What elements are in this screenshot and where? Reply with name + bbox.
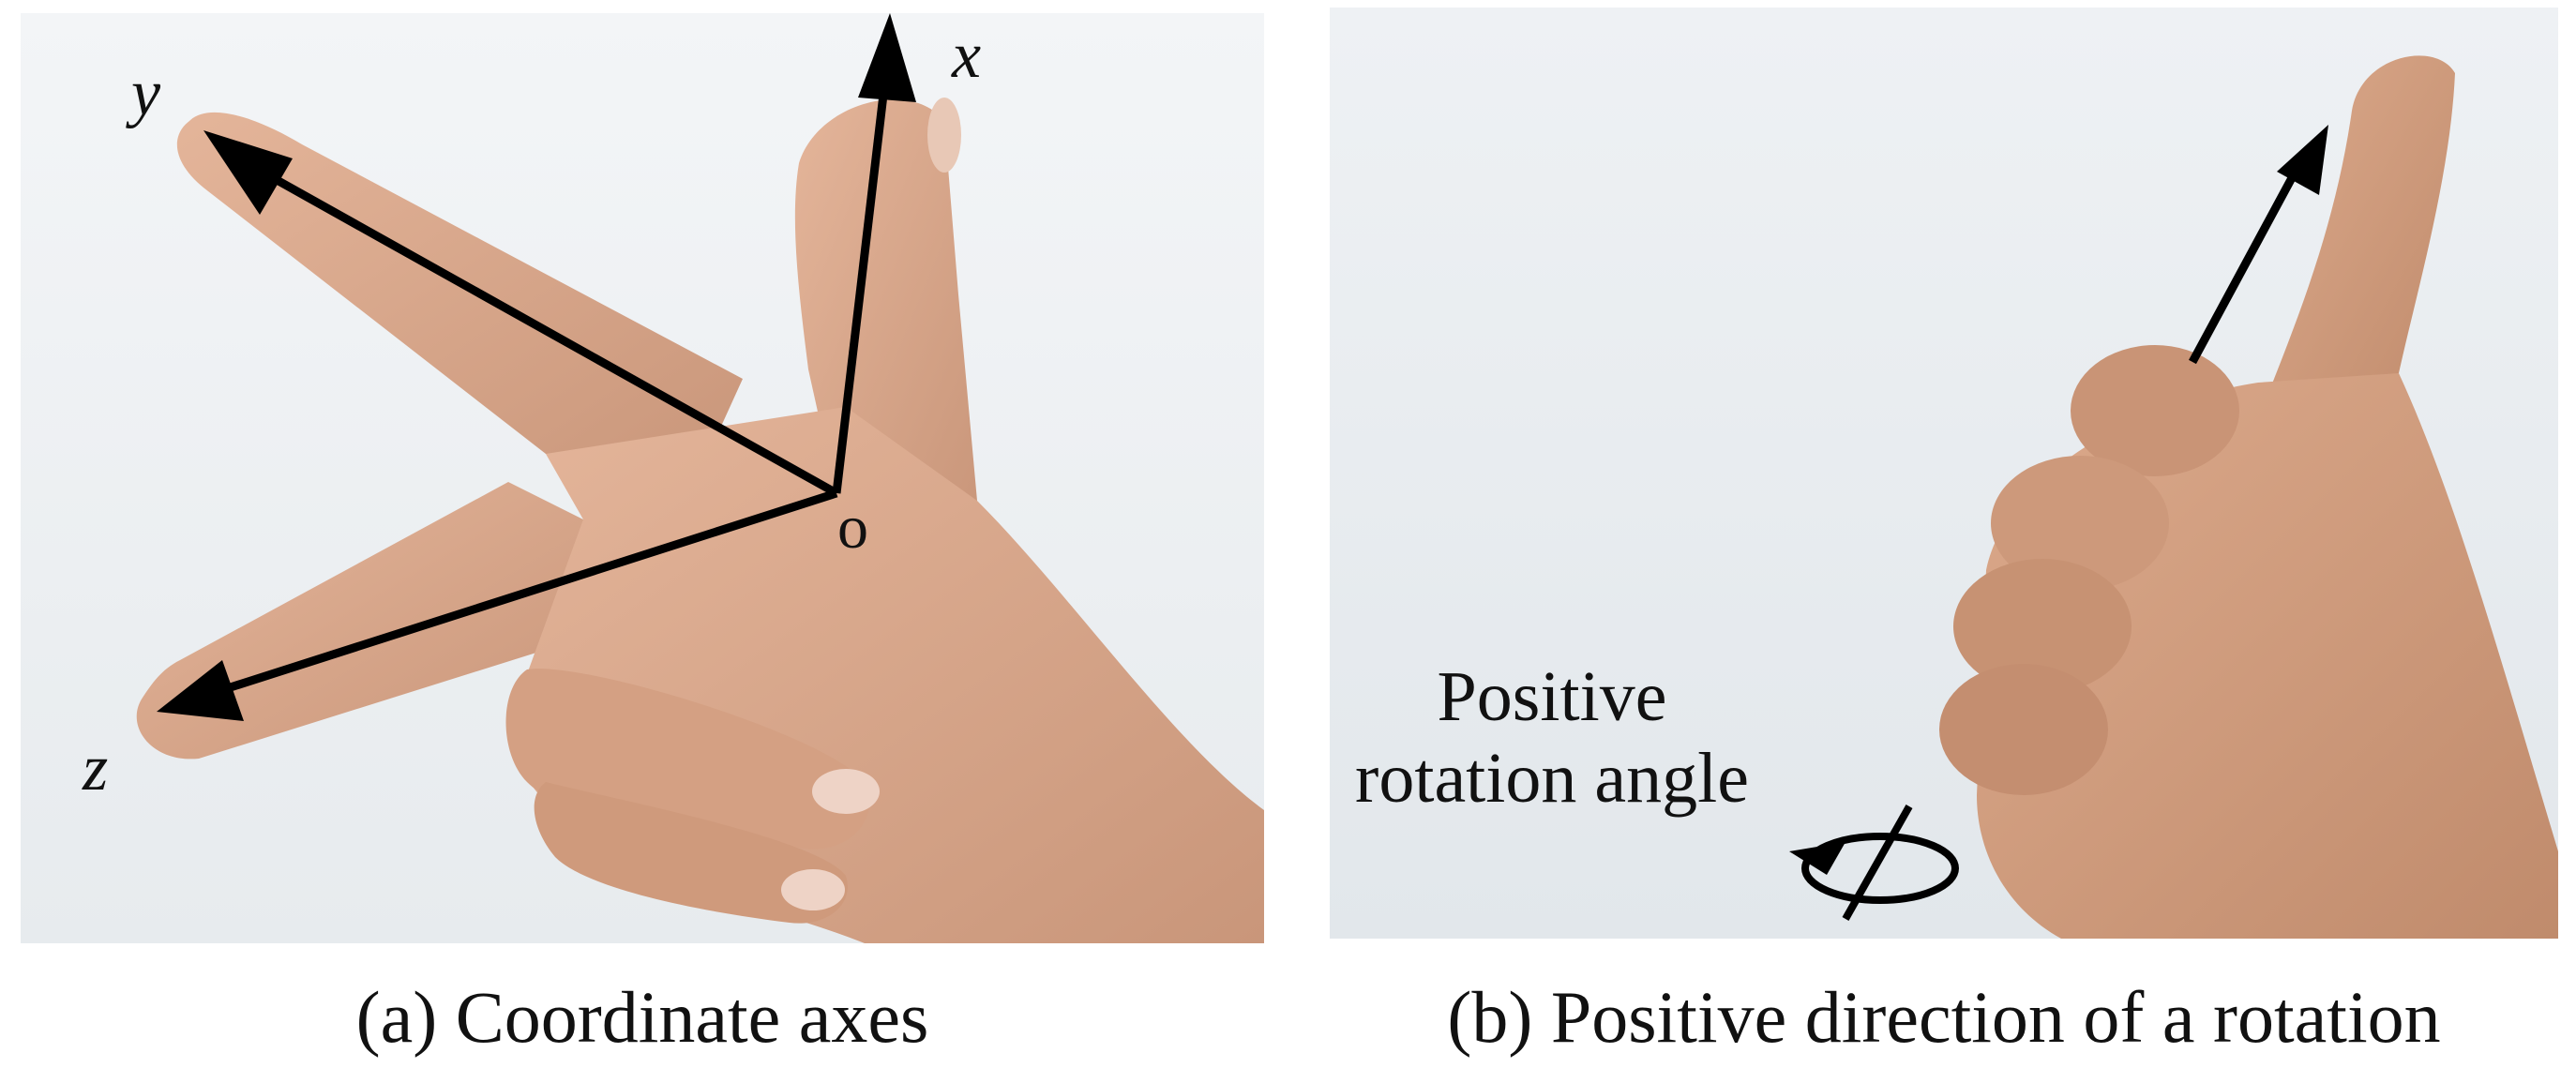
middle-finger: [136, 482, 602, 760]
coordinate-axes-photo: [21, 13, 1264, 943]
rotation-arrowhead: [1789, 842, 1845, 875]
knuckle-3: [1953, 559, 2132, 694]
y-axis-label: y: [131, 57, 161, 129]
annotation-line-1: Positive: [1437, 657, 1667, 736]
thumb: [2258, 55, 2455, 421]
thumb-nail: [927, 98, 961, 173]
x-axis-line: [832, 78, 890, 494]
hand-axes-illustration: [21, 13, 1264, 943]
x-axis-arrowhead: [858, 13, 916, 102]
y-axis-line: [252, 164, 839, 497]
finger-nail-1: [812, 769, 880, 814]
finger-nail-2: [781, 869, 845, 910]
y-axis-arrowhead: [203, 130, 293, 215]
z-axis-line: [211, 489, 838, 698]
knuckle-4: [1939, 664, 2108, 795]
z-axis-arrowhead: [157, 660, 244, 721]
rotation-annotation: Positive rotation angle: [1341, 656, 1763, 820]
origin-label: o: [837, 493, 868, 562]
z-axis-label: z: [83, 732, 109, 805]
caption-rotation-direction: (b) Positive direction of a rotation: [1447, 976, 2441, 1058]
knuckle-2: [1991, 456, 2169, 591]
thumbs-up-illustration: [1330, 8, 2558, 939]
rotation-direction-photo: [1330, 8, 2558, 939]
annotation-line-2: rotation angle: [1355, 739, 1749, 819]
rotation-ellipse: [1801, 833, 1959, 904]
thumb-direction-line: [2189, 159, 2304, 365]
x-axis-label: x: [952, 20, 982, 92]
axes-arrows: [211, 78, 890, 698]
knuckle-1: [2071, 345, 2239, 476]
rotation-axis-line: [1842, 805, 1913, 921]
thumb-direction-arrowhead: [2277, 125, 2328, 195]
curled-finger-lower: [534, 782, 848, 924]
caption-coordinate-axes: (a) Coordinate axes: [355, 976, 929, 1058]
